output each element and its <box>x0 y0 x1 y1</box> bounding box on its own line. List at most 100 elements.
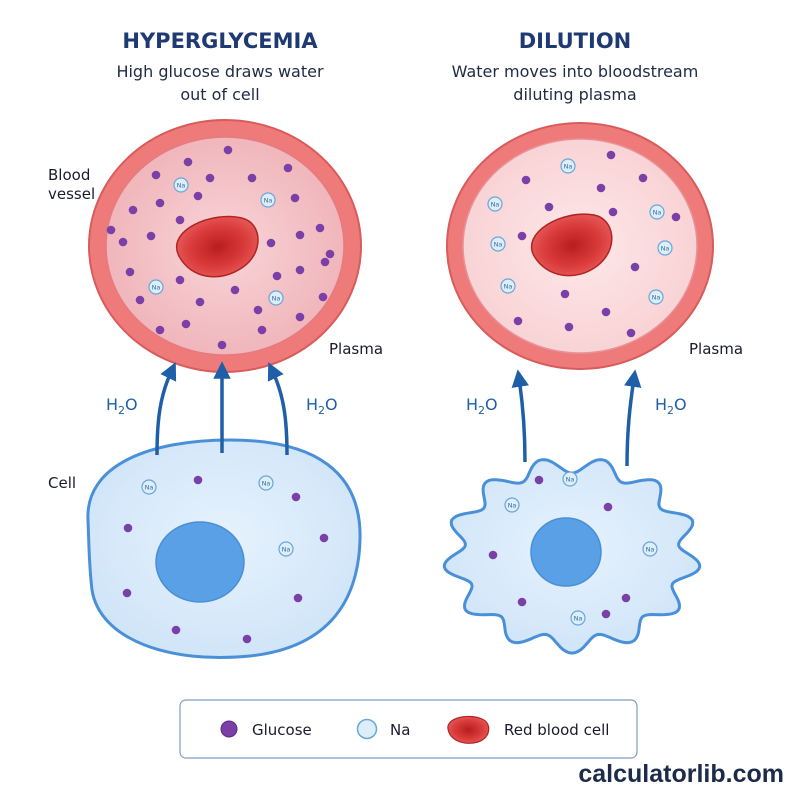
svg-text:Na: Na <box>272 294 281 302</box>
left-vessel-sodium: Na <box>260 192 276 208</box>
left-vessel-glucose <box>118 237 128 247</box>
right-vessel-glucose <box>671 212 681 222</box>
svg-text:Na: Na <box>566 475 575 483</box>
right-cell-glucose <box>603 502 613 512</box>
left-vessel-glucose <box>155 325 165 335</box>
right-cell-glucose <box>488 550 498 560</box>
left-cell-glucose <box>123 523 133 533</box>
right-vessel-sodium: Na <box>560 158 576 174</box>
left-vessel-glucose <box>223 145 233 155</box>
left-vessel-glucose <box>175 275 185 285</box>
right-vessel-sodium: Na <box>648 289 664 305</box>
svg-text:Na: Na <box>491 200 500 208</box>
left-vessel-glucose <box>155 198 165 208</box>
left-plasma-label: Plasma <box>329 340 383 358</box>
left-vessel-glucose <box>205 173 215 183</box>
svg-text:Na: Na <box>177 181 186 189</box>
left-vessel-glucose <box>320 257 330 267</box>
left-cell-glucose <box>319 533 329 543</box>
left-vessel-glucose <box>128 205 138 215</box>
right-cell-glucose <box>621 593 631 603</box>
left-vessel-glucose <box>290 193 300 203</box>
right-vessel-glucose <box>521 175 531 185</box>
svg-text:Na: Na <box>574 614 583 622</box>
right-vessel-glucose <box>630 262 640 272</box>
left-cell-glucose <box>171 625 181 635</box>
left-cell-glucose <box>122 588 132 598</box>
left-cell-sodium: Na <box>278 541 294 557</box>
left-panel-subtitle-line2: out of cell <box>180 85 259 104</box>
right-cell-glucose <box>534 475 544 485</box>
left-vessel-glucose <box>247 173 257 183</box>
left-vessel-glucose <box>295 230 305 240</box>
right-vessel-glucose <box>560 289 570 299</box>
left-water-label-b: H2O <box>306 395 338 417</box>
left-cell-sodium: Na <box>258 475 274 491</box>
left-arrow-1 <box>155 362 177 456</box>
left-vessel-glucose <box>253 305 263 315</box>
svg-text:Na: Na <box>508 501 517 509</box>
right-cell-glucose <box>517 597 527 607</box>
left-vessel-sodium: Na <box>173 177 189 193</box>
left-vessel-glucose <box>318 292 328 302</box>
legend-rbc-label: Red blood cell <box>504 721 609 739</box>
right-cell-sodium: Na <box>642 541 658 557</box>
legend-sodium-label: Na <box>390 721 410 739</box>
blood-vessel-label-line2: vessel <box>48 185 95 203</box>
right-vessel-sodium: Na <box>500 278 516 294</box>
right-water-arrows <box>511 369 642 467</box>
right-vessel-sodium: Na <box>657 240 673 256</box>
legend-glucose-label: Glucose <box>252 721 312 739</box>
left-vessel-glucose <box>125 267 135 277</box>
right-vessel-sodium: Na <box>649 204 665 220</box>
left-cell-glucose <box>242 634 252 644</box>
left-panel-title: HYPERGLYCEMIA <box>122 29 318 53</box>
svg-text:Na: Na <box>646 545 655 553</box>
right-water-label-a: H2O <box>466 395 498 417</box>
right-arrow-2 <box>624 369 642 467</box>
left-vessel-glucose <box>193 191 203 201</box>
left-vessel-glucose <box>181 319 191 329</box>
svg-text:Na: Na <box>564 162 573 170</box>
left-vessel-sodium: Na <box>148 279 164 295</box>
right-vessel-glucose <box>608 207 618 217</box>
right-vessel-glucose <box>626 328 636 338</box>
left-red-blood-cell <box>176 215 259 278</box>
left-cell-glucose <box>293 593 303 603</box>
left-vessel-glucose <box>266 238 276 248</box>
left-cell-glucose <box>291 492 301 502</box>
left-water-label-a: H2O <box>106 395 138 417</box>
left-vessel-glucose <box>195 297 205 307</box>
svg-text:Na: Na <box>262 479 271 487</box>
svg-text:Na: Na <box>653 208 662 216</box>
blood-vessel-label-line1: Blood <box>48 166 90 184</box>
right-vessel-glucose <box>601 307 611 317</box>
right-vessel-sodium: Na <box>487 196 503 212</box>
left-vessel-glucose <box>183 157 193 167</box>
right-arrow-1 <box>511 369 529 463</box>
legend-box <box>179 699 638 759</box>
right-plasma-label: Plasma <box>689 340 743 358</box>
right-vessel-glucose <box>517 231 527 241</box>
left-vessel-glucose <box>151 170 161 180</box>
svg-text:Na: Na <box>145 483 154 491</box>
left-panel-subtitle-line1: High glucose draws water <box>116 62 324 81</box>
legend-glucose-icon <box>220 720 238 738</box>
legend: Glucose Na Red blood cell <box>179 699 638 759</box>
right-vessel-glucose <box>596 183 606 193</box>
right-water-label-b: H2O <box>655 395 687 417</box>
left-vessel-glucose <box>272 271 282 281</box>
svg-text:Na: Na <box>494 240 503 248</box>
right-panel-subtitle-line2: diluting plasma <box>513 85 636 104</box>
cell-label: Cell <box>48 474 76 492</box>
left-cell-sodium: Na <box>141 479 157 495</box>
right-vessel-glucose <box>564 322 574 332</box>
left-cell-nucleus <box>155 521 245 603</box>
left-water-arrows <box>155 361 289 456</box>
right-cell-sodium: Na <box>562 471 578 487</box>
